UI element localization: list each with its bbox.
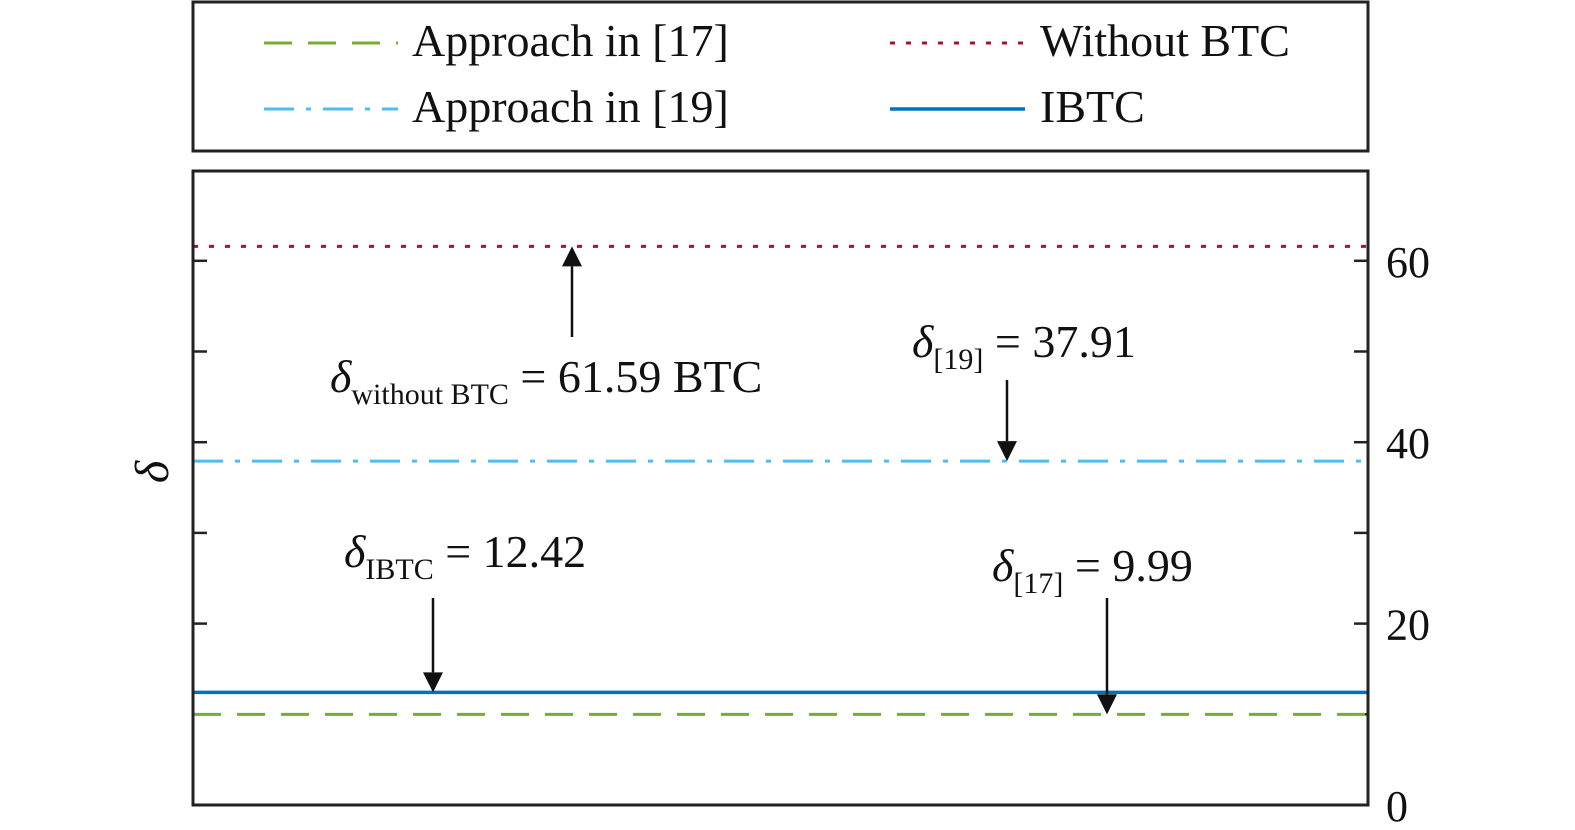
legend-label: Approach in [19]	[412, 81, 729, 132]
annotation-arrowhead	[562, 246, 582, 267]
legend-label: IBTC	[1040, 81, 1145, 132]
annotation-label: δ[17] = 9.99	[992, 540, 1193, 600]
plot-frame	[191, 169, 1370, 807]
legend: Approach in [17] Without BTC Approach in […	[191, 0, 1370, 153]
y-tick-label: 20	[1386, 601, 1430, 650]
legend-box	[191, 0, 1370, 153]
annotation-arrowhead	[423, 672, 443, 693]
legend-label: Approach in [17]	[412, 15, 729, 66]
plot-area: δwithout BTC = 61.59 BTC δ[19] = 37.91 δIB…	[126, 169, 1430, 830]
annotation-arrowhead	[1097, 694, 1117, 715]
annotation-label: δ[19] = 37.91	[912, 316, 1136, 376]
legend-label: Without BTC	[1040, 15, 1290, 66]
y-axis-label: δ	[126, 460, 179, 483]
annotation-label: δwithout BTC = 61.59 BTC	[330, 351, 762, 411]
annotation-arrowhead	[997, 441, 1017, 462]
y-tick-label: 40	[1386, 419, 1430, 468]
annotation-label: δIBTC = 12.42	[344, 526, 586, 586]
y-tick-label: 0	[1386, 782, 1408, 830]
y-tick-label: 60	[1386, 238, 1430, 287]
